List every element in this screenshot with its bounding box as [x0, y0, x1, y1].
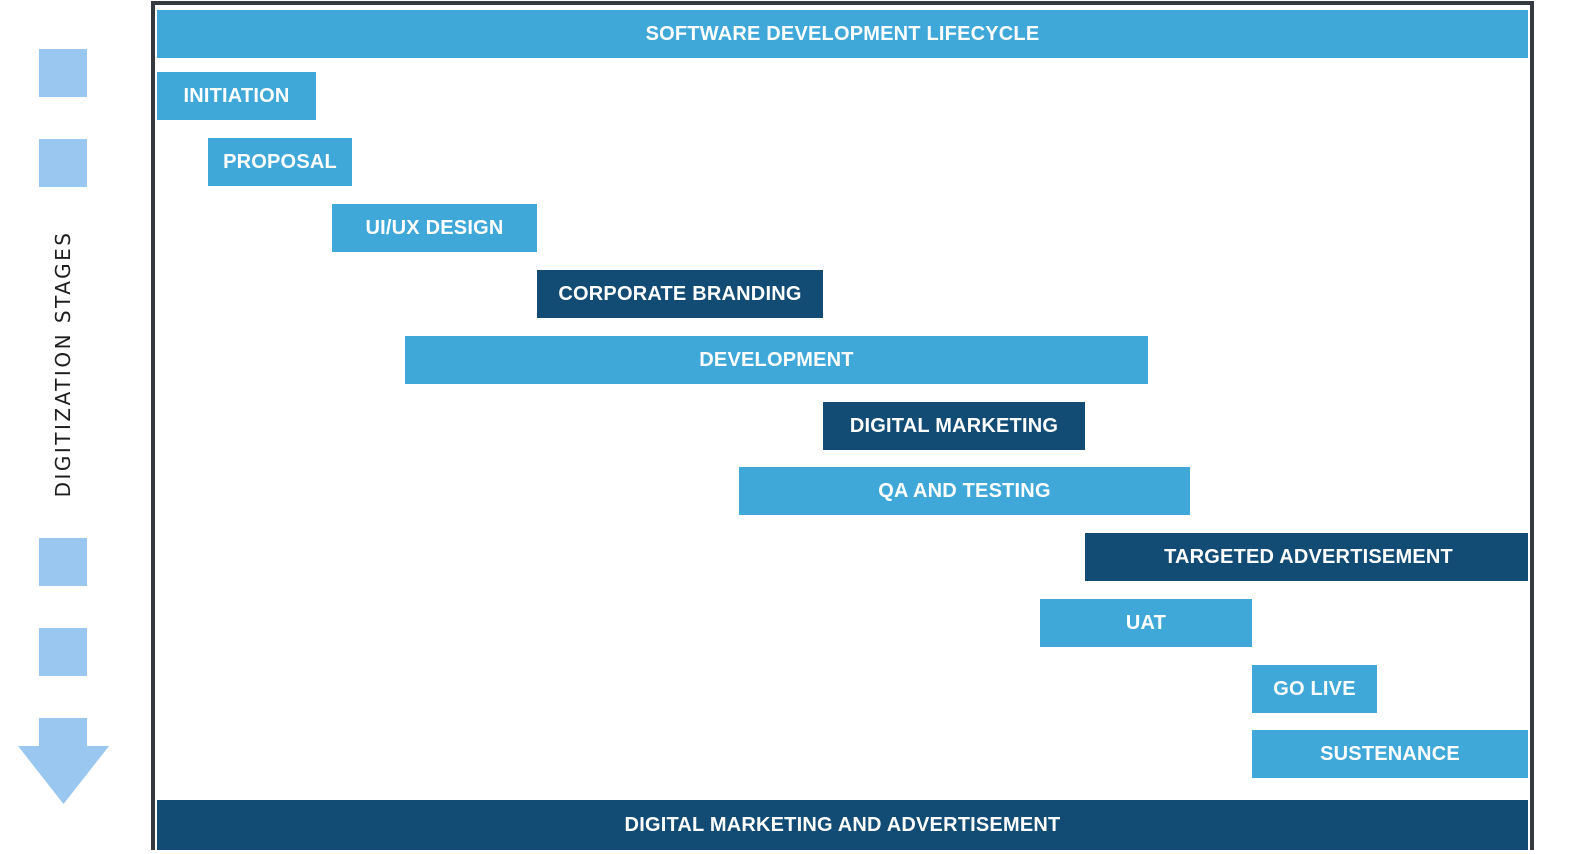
stage-bar-development: DEVELOPMENT: [405, 336, 1148, 384]
rail-square: [39, 628, 87, 676]
stage-bar-go-live: GO LIVE: [1252, 665, 1377, 713]
stage-bar-sustenance: SUSTENANCE: [1252, 730, 1528, 778]
stage-bar-proposal: PROPOSAL: [208, 138, 352, 186]
down-arrow-icon: [18, 718, 109, 804]
digitization-stages-label: DIGITIZATION STAGES: [51, 230, 75, 498]
stage-bar-initiation: INITIATION: [157, 72, 316, 120]
stage-bar-targeted-advertisement: TARGETED ADVERTISEMENT: [1085, 533, 1528, 581]
stage-bar-corporate-branding: CORPORATE BRANDING: [537, 270, 823, 318]
footer-band: DIGITAL MARKETING AND ADVERTISEMENT: [157, 800, 1528, 850]
stage-bar-qa-and-testing: QA AND TESTING: [739, 467, 1190, 515]
rail-square: [39, 139, 87, 187]
stage-bar-uat: UAT: [1040, 599, 1252, 647]
stage-bar-digital-marketing: DIGITAL MARKETING: [823, 402, 1085, 450]
header-band: SOFTWARE DEVELOPMENT LIFECYCLE: [157, 10, 1528, 58]
lifecycle-frame: SOFTWARE DEVELOPMENT LIFECYCLE INITIATIO…: [151, 1, 1534, 850]
rail-square: [39, 49, 87, 97]
rail-square: [39, 538, 87, 586]
lifecycle-canvas: SOFTWARE DEVELOPMENT LIFECYCLE INITIATIO…: [155, 5, 1530, 854]
stage-bar-uiux-design: UI/UX DESIGN: [332, 204, 537, 252]
